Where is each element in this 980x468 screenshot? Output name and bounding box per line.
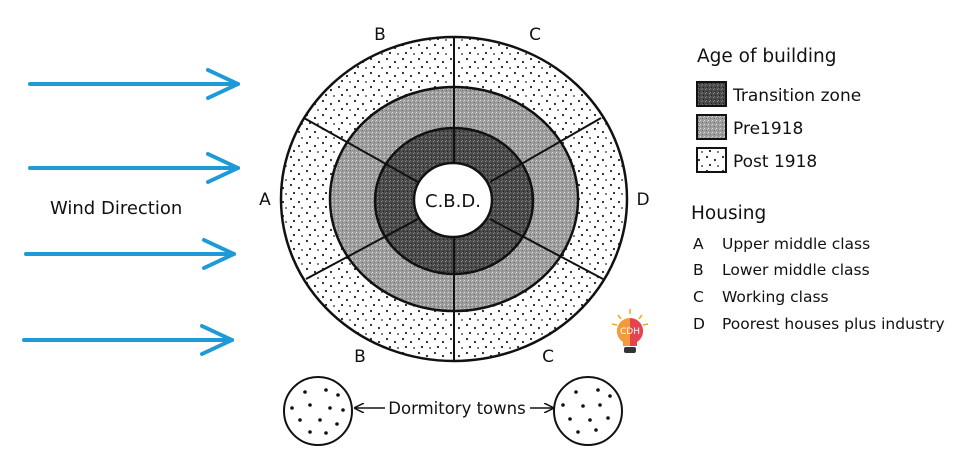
housing-label-d: Poorest houses plus industry [722, 315, 945, 333]
svg-text:CDH: CDH [620, 327, 640, 337]
housing-key-b: B [693, 261, 704, 279]
dormitory-town-right [553, 376, 623, 446]
legend: Age of building Transition zone Pre1918 … [691, 46, 945, 333]
legend-item-transition: Transition zone [732, 86, 861, 106]
housing-key-c: C [693, 288, 704, 306]
sector-label-bottom-left: B [354, 347, 366, 367]
legend-item-pre1918: Pre1918 [733, 119, 803, 139]
housing-label-b: Lower middle class [722, 261, 870, 279]
cdh-logo-icon: CDH [611, 309, 649, 353]
sector-label-right: D [636, 190, 649, 210]
housing-key-d: D [693, 315, 705, 333]
wind-direction-label: Wind Direction [50, 198, 182, 219]
legend-swatch-post1918 [696, 147, 727, 173]
legend-age-title: Age of building [697, 46, 836, 67]
sector-lines [303, 37, 604, 361]
dormitory-town-left [283, 376, 353, 446]
legend-item-post1918: Post 1918 [733, 152, 817, 172]
dormitory-towns-label: Dormitory towns [388, 399, 525, 418]
sector-label-top-right: C [529, 25, 541, 45]
cbd-label: C.B.D. [425, 191, 481, 212]
sector-label-top-left: B [374, 25, 386, 45]
wind-arrow [28, 68, 240, 100]
wind-arrow [28, 152, 240, 184]
legend-swatch-pre1918 [696, 114, 727, 140]
wind-arrows [22, 68, 240, 356]
legend-swatch-transition [696, 81, 727, 107]
sector-label-bottom-right: C [542, 347, 554, 367]
housing-label-a: Upper middle class [722, 235, 870, 253]
housing-label-c: Working class [722, 288, 829, 306]
cbd-zone [412, 161, 494, 239]
wind-arrow [24, 238, 236, 270]
housing-key-a: A [693, 235, 704, 253]
sector-label-left: A [259, 190, 271, 210]
wind-arrow [22, 324, 234, 356]
legend-housing-title: Housing [691, 203, 766, 224]
